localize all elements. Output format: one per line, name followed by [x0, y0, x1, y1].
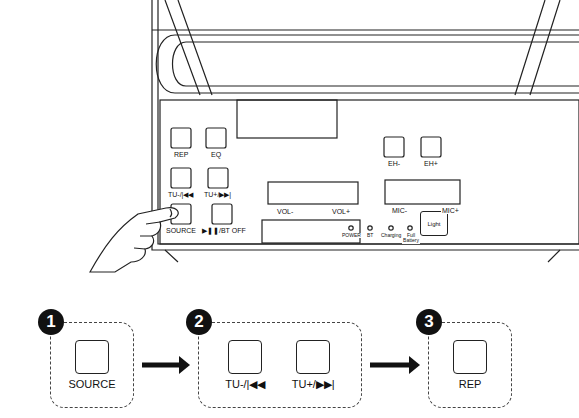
button-label: BT [366, 233, 374, 238]
button-label: TU+/▶▶| [292, 378, 335, 391]
button-column: TU-/|◀◀ [225, 340, 265, 391]
button-label: REP [459, 378, 482, 390]
button-label: EH+ [423, 160, 439, 167]
arrow-shaft [370, 363, 410, 368]
button-label: REP [173, 151, 189, 158]
button-label: MIC- [391, 207, 408, 214]
callout-number: 3 [416, 309, 442, 335]
button-column: REP [453, 340, 487, 390]
button-label: TU+/▶▶| [203, 191, 232, 198]
arrow-head [179, 356, 190, 374]
button-label: VOL- [276, 208, 294, 215]
arrow-head [409, 356, 420, 374]
button-symbol [228, 340, 262, 374]
button-label: TU-/|◀◀ [167, 191, 194, 198]
button-label: SOURCE [68, 378, 115, 390]
button-label: Full Battery [402, 233, 420, 244]
step-box: REP [428, 322, 512, 408]
step-arrow [370, 356, 420, 374]
step-box: TU-/|◀◀ TU+/▶▶| [198, 322, 362, 408]
step-box: SOURCE [50, 322, 134, 408]
button-label: Charging [380, 233, 402, 238]
button-label: POWER [341, 233, 362, 238]
button-column: TU+/▶▶| [292, 340, 335, 391]
arrow-shaft [142, 363, 180, 368]
button-label: VOL+ [331, 208, 351, 215]
callout-number: 1 [38, 309, 64, 335]
callout-number: 2 [186, 309, 212, 335]
button-label: MIC+ [441, 207, 460, 214]
button-symbol [296, 340, 330, 374]
button-label: TU-/|◀◀ [225, 378, 265, 391]
button-label: ▶❚❚/BT OFF [201, 227, 247, 234]
button-column: SOURCE [68, 340, 115, 390]
button-label: SOURCE [165, 227, 197, 234]
button-symbol [75, 340, 109, 374]
step-arrow [142, 356, 190, 374]
light-button: Light [420, 211, 448, 236]
button-label: EH- [387, 160, 401, 167]
button-label: Light [427, 221, 440, 227]
button-label: EQ [210, 151, 222, 158]
button-symbol [453, 340, 487, 374]
